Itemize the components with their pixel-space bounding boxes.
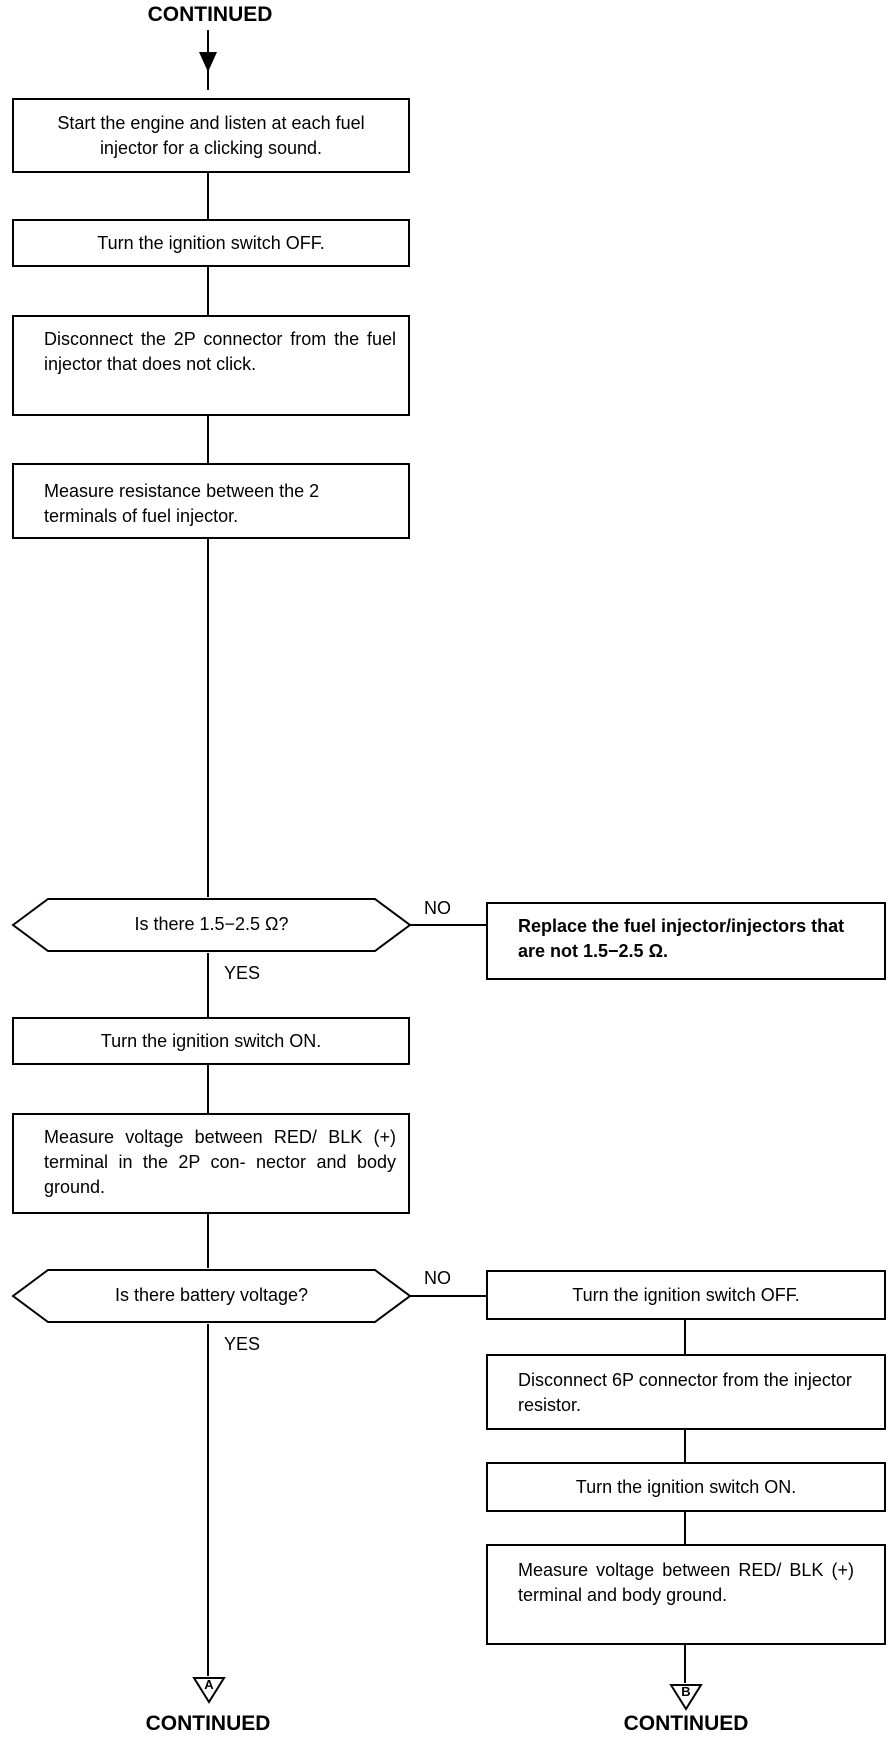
step-listen-injectors: Start the engine and listen at each fuel… bbox=[12, 98, 410, 173]
offpage-marker-b: B bbox=[681, 1684, 691, 1699]
connector-line bbox=[207, 953, 209, 1017]
arrow-down-icon bbox=[199, 52, 217, 72]
connector-line bbox=[410, 1295, 486, 1297]
offpage-marker-a: A bbox=[204, 1677, 214, 1692]
decision-resistance: Is there 1.5−2.5 Ω? bbox=[134, 914, 289, 934]
continued-footer-b: CONTINUED bbox=[623, 1712, 749, 1735]
connector-line bbox=[207, 539, 209, 897]
yes-label: YES bbox=[224, 963, 261, 983]
branch-ignition-off: Turn the ignition switch OFF. bbox=[486, 1270, 886, 1320]
step-text: Start the engine and listen at each fuel… bbox=[57, 112, 365, 158]
step-measure-voltage-2p: Measure voltage between RED/ BLK (+) ter… bbox=[12, 1113, 410, 1214]
step-text: Measure voltage between RED/ BLK (+) ter… bbox=[518, 1560, 854, 1605]
no-label: NO bbox=[424, 898, 451, 918]
continued-footer-a: CONTINUED bbox=[145, 1712, 271, 1735]
action-text: Replace the fuel injector/injectors that… bbox=[518, 916, 845, 961]
offpage-marker-a-shape bbox=[192, 1677, 226, 1704]
continued-header: CONTINUED bbox=[147, 3, 273, 26]
step-measure-resistance: Measure resistance between the 2 termina… bbox=[12, 463, 410, 539]
step-ignition-on: Turn the ignition switch ON. bbox=[12, 1017, 410, 1065]
step-text: Turn the ignition switch OFF. bbox=[97, 232, 325, 253]
connector-line bbox=[207, 1065, 209, 1113]
offpage-marker-b-shape bbox=[669, 1684, 703, 1711]
connector-line bbox=[207, 1214, 209, 1268]
connector-line bbox=[410, 924, 486, 926]
step-text: Measure resistance between the 2 termina… bbox=[44, 481, 320, 526]
step-text: Turn the ignition switch ON. bbox=[575, 1476, 797, 1497]
step-text: Disconnect the 2P connector from the fue… bbox=[44, 329, 396, 374]
connector-line bbox=[684, 1430, 686, 1462]
connector-line bbox=[207, 267, 209, 315]
branch-ignition-on: Turn the ignition switch ON. bbox=[486, 1462, 886, 1512]
step-disconnect-2p: Disconnect the 2P connector from the fue… bbox=[12, 315, 410, 416]
connector-line bbox=[684, 1320, 686, 1354]
step-text: Disconnect 6P connector from the injecto… bbox=[518, 1370, 852, 1415]
connector-line bbox=[207, 416, 209, 463]
step-text: Measure voltage between RED/ BLK (+) ter… bbox=[44, 1127, 396, 1197]
branch-measure-voltage: Measure voltage between RED/ BLK (+) ter… bbox=[486, 1544, 886, 1645]
yes-label: YES bbox=[224, 1334, 261, 1354]
connector-line bbox=[207, 1324, 209, 1676]
connector-line bbox=[207, 173, 209, 219]
step-text: Turn the ignition switch ON. bbox=[100, 1030, 322, 1051]
step-ignition-off: Turn the ignition switch OFF. bbox=[12, 219, 410, 267]
action-replace-injectors: Replace the fuel injector/injectors that… bbox=[486, 902, 886, 980]
branch-disconnect-6p: Disconnect 6P connector from the injecto… bbox=[486, 1354, 886, 1430]
connector-line bbox=[684, 1512, 686, 1544]
connector-line bbox=[684, 1645, 686, 1683]
decision-battery: Is there battery voltage? bbox=[114, 1285, 309, 1305]
step-text: Turn the ignition switch OFF. bbox=[572, 1284, 800, 1305]
no-label: NO bbox=[424, 1268, 451, 1288]
